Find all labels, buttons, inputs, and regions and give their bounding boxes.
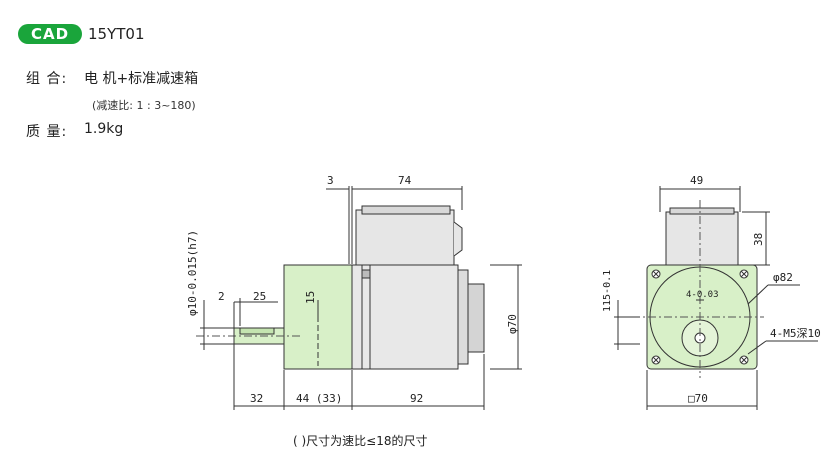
dim-phi70: φ70: [506, 314, 519, 334]
dim-shaft-diameter: φ10-0.015(h7): [186, 230, 199, 316]
motor-rear-ring: [457, 269, 469, 365]
dim-25: 25: [253, 290, 266, 303]
terminal-box-side: [453, 221, 463, 257]
drawing-caption: ( )尺寸为速比≤18的尺寸: [293, 434, 428, 448]
model-number: 15YT01: [88, 25, 145, 43]
dim-phi82: φ82: [773, 271, 793, 284]
dim-3: 3: [327, 174, 334, 187]
dim-15: 15: [304, 291, 317, 304]
motor-body: [351, 264, 459, 370]
dim-32: 32: [250, 392, 263, 405]
dim-44: 44 (33): [296, 392, 342, 405]
front-view: [614, 186, 818, 410]
dim-74: 74: [398, 174, 412, 187]
mass-value: 1.9kg: [84, 121, 124, 137]
mass-label: 质 量:: [26, 124, 68, 140]
motor-end-cap: [467, 283, 485, 353]
dim-square70: □70: [688, 392, 708, 405]
side-view-labels: 3 74 2 25 15 φ10-0.015(h7) φ70 32 44 (33…: [186, 174, 519, 405]
front-view-labels: 49 38 φ82 4-0.03 115-0.1 4-M5深10 □70: [602, 174, 821, 405]
dim-92: 92: [410, 392, 423, 405]
cad-badge[interactable]: CAD: [18, 24, 82, 44]
dim-49: 49: [690, 174, 703, 187]
combo-value: 电 机+标准减速箱: [84, 71, 199, 87]
terminal-box: [355, 209, 455, 267]
terminal-box-lid: [361, 205, 451, 215]
side-view: [196, 186, 522, 410]
dim-mount-holes: 4-M5深10: [770, 327, 821, 340]
combo-label: 组 合:: [26, 71, 68, 87]
dim-38: 38: [752, 233, 765, 246]
ratio-note: (减速比: 1 : 3~180): [92, 99, 196, 112]
dim-key-width: 4-0.03: [686, 290, 719, 300]
dim-2: 2: [218, 290, 225, 303]
dim-115: 115-0.1: [602, 270, 613, 312]
front-terminal-box: [665, 211, 739, 267]
shaft-key: [239, 327, 275, 335]
